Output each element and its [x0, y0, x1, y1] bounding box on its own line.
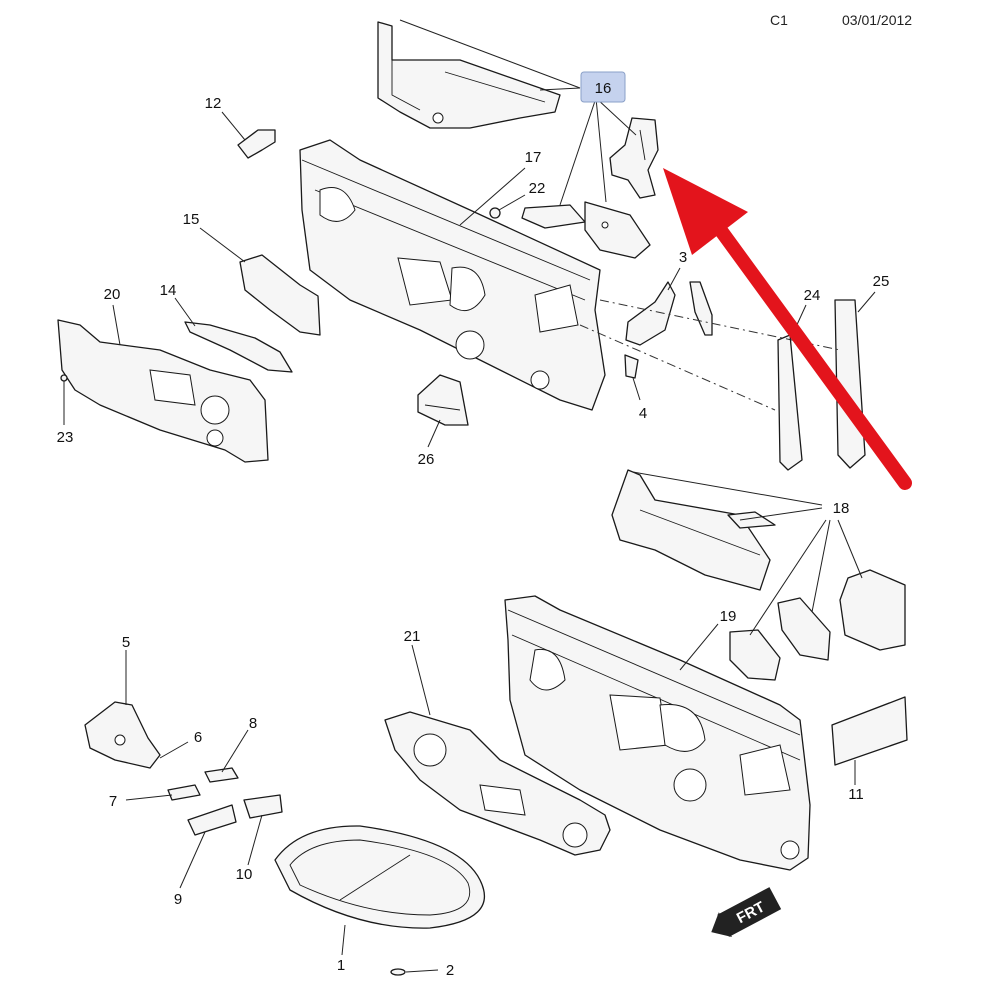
part-17-dash-panel-upper[interactable]	[299, 139, 606, 411]
callout-2: 2	[446, 962, 454, 979]
part-16-pad-left[interactable]	[521, 204, 586, 229]
part-8-pad[interactable]	[204, 767, 239, 783]
part-18-clip[interactable]	[727, 511, 776, 529]
part-16-upper-insulator[interactable]	[377, 21, 561, 129]
callout-22: 22	[529, 180, 546, 197]
callout-10: 10	[236, 866, 253, 883]
callout-23: 23	[57, 429, 74, 446]
callout-24: 24	[804, 287, 821, 304]
part-12-bracket[interactable]	[237, 129, 276, 159]
callout-17: 17	[525, 149, 542, 166]
part-26-pad[interactable]	[417, 374, 469, 426]
callout-9: 9	[174, 891, 182, 908]
callout-25: 25	[873, 273, 890, 290]
callout-1: 1	[337, 957, 345, 974]
part-14-strip[interactable]	[184, 321, 293, 373]
callout-14: 14	[160, 282, 177, 299]
callout-3: 3	[679, 249, 687, 266]
red-arrow-icon	[663, 168, 912, 490]
callout-15: 15	[183, 211, 200, 228]
part-16-bracket-right[interactable]	[609, 117, 659, 199]
front-direction-icon: FRT	[711, 887, 782, 938]
callout-4: 4	[639, 405, 647, 422]
callout-21: 21	[404, 628, 421, 645]
callout-5: 5	[122, 634, 130, 651]
part-22-clip[interactable]	[489, 207, 501, 219]
part-1-hood-insulator[interactable]	[274, 825, 486, 929]
part-18-upper-insulator[interactable]	[611, 469, 771, 591]
callout-7: 7	[109, 793, 117, 810]
part-9-pad[interactable]	[187, 804, 237, 836]
callout-6: 6	[194, 729, 202, 746]
part-5-bracket[interactable]	[84, 701, 161, 769]
callout-20: 20	[104, 286, 121, 303]
part-18-pad-small[interactable]	[729, 629, 781, 681]
diagram-code: C1	[770, 12, 788, 28]
part-7-pad[interactable]	[167, 784, 201, 801]
part-2-fastener[interactable]	[390, 968, 406, 976]
part-11-label[interactable]	[831, 696, 908, 766]
callouts: 16 17 22 12 15 14 20 23 26 3 4 24 25 18 …	[57, 80, 890, 979]
part-15-insulator[interactable]	[239, 254, 321, 336]
callout-26: 26	[418, 451, 435, 468]
assembly-line-a	[579, 324, 776, 411]
part-18-pad-large[interactable]	[839, 569, 906, 651]
part-retainer-bracket[interactable]	[689, 281, 713, 336]
callout-16: 16	[595, 80, 612, 97]
part-19-dash-panel-lower[interactable]	[504, 595, 811, 871]
diagram-date: 03/01/2012	[842, 12, 913, 28]
callout-19: 19	[720, 608, 737, 625]
callout-11: 11	[848, 786, 864, 803]
part-3-seal[interactable]	[625, 281, 676, 346]
callout-8: 8	[249, 715, 257, 732]
callout-18: 18	[833, 500, 850, 517]
part-21-lower-insulator[interactable]	[384, 711, 611, 856]
part-16-pad-right[interactable]	[584, 201, 651, 259]
part-10-pad[interactable]	[243, 794, 283, 819]
part-18-pad-mid[interactable]	[777, 597, 831, 661]
part-4-fastener[interactable]	[624, 354, 639, 379]
part-23-pin[interactable]	[60, 374, 68, 385]
callout-12: 12	[205, 95, 222, 112]
callout-16-highlight	[580, 71, 626, 103]
part-24-strip[interactable]	[777, 334, 803, 471]
leader-lines	[63, 19, 876, 973]
